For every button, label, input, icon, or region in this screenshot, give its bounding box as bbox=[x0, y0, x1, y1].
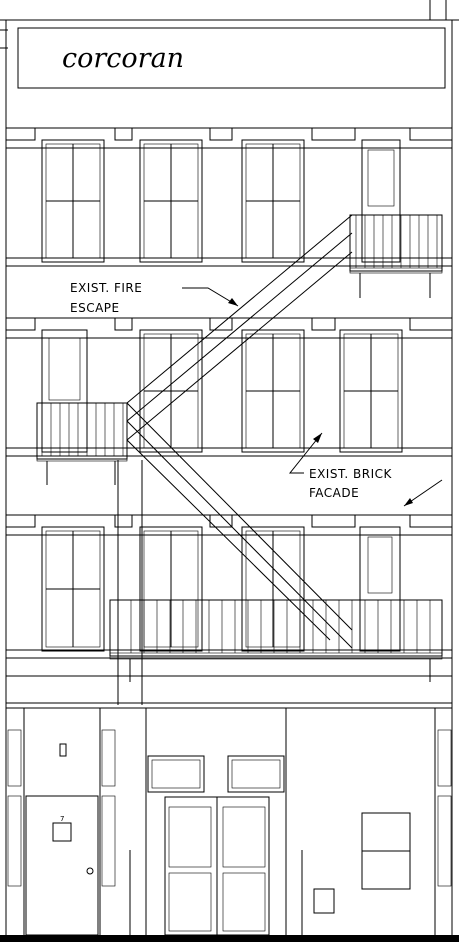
fire-escape-label-line1: EXIST. FIRE bbox=[70, 281, 142, 295]
ground-floor: 7 bbox=[0, 708, 459, 942]
building-outline bbox=[0, 20, 453, 935]
fire-escape-label-line2: ESCAPE bbox=[70, 301, 120, 315]
facade-leader-left bbox=[288, 432, 323, 474]
sign-text: corcoran bbox=[62, 43, 184, 74]
fire-escape-railings bbox=[41, 215, 438, 653]
facade-arrow-right bbox=[404, 498, 413, 506]
facade-label-line2: FACADE bbox=[309, 486, 359, 500]
annotations: EXIST. FIRE ESCAPE EXIST. BRICK FACADE bbox=[70, 281, 443, 507]
windows-floor-1 bbox=[41, 526, 401, 652]
door-number: 7 bbox=[60, 815, 64, 823]
fire-escape-arrow bbox=[228, 298, 238, 306]
facade-arrow-left bbox=[313, 433, 322, 443]
fire-escape-leader bbox=[182, 287, 239, 307]
storefront-sign: corcoran bbox=[17, 27, 446, 89]
facade-label-line1: EXIST. BRICK bbox=[309, 467, 392, 481]
roof-edge bbox=[0, 0, 459, 21]
windows-floor-3 bbox=[41, 139, 401, 263]
fire-escape bbox=[36, 214, 443, 705]
